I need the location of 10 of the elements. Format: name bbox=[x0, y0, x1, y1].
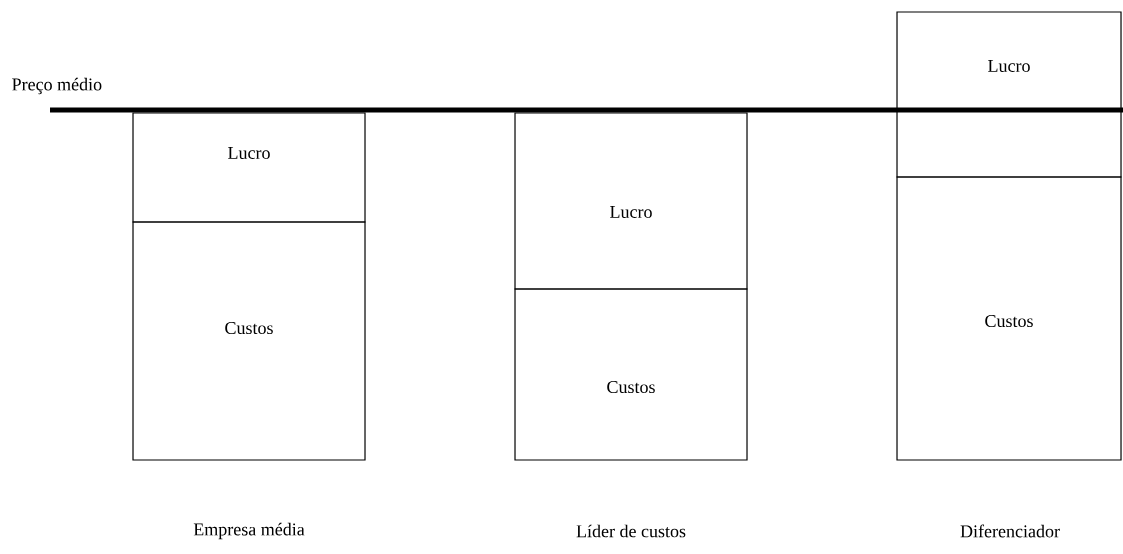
bar-segment: Lucro bbox=[514, 112, 748, 290]
bar-segment: Custos bbox=[896, 176, 1122, 461]
bar-segment: Lucro bbox=[896, 11, 1122, 178]
bar-segment: Lucro bbox=[132, 112, 366, 223]
bar-segment: Custos bbox=[132, 221, 366, 461]
column-label: Líder de custos bbox=[576, 524, 686, 538]
column-label: Diferenciador bbox=[960, 524, 1060, 538]
axis-label: Preço médio bbox=[12, 77, 102, 95]
bar-segment: Custos bbox=[514, 288, 748, 461]
column-label: Empresa média bbox=[193, 522, 305, 540]
